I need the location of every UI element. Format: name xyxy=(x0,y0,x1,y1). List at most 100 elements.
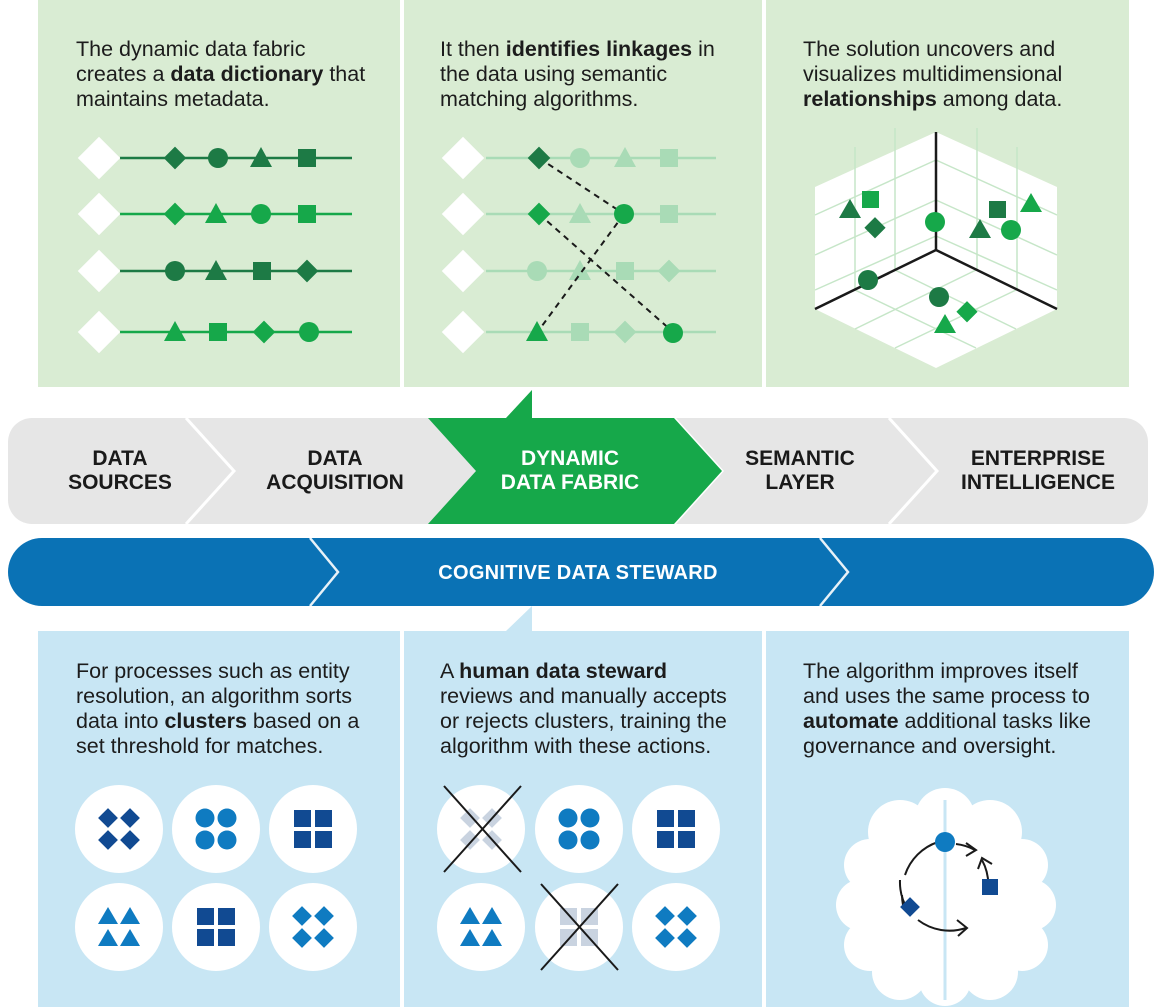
circle-icon xyxy=(1001,220,1021,240)
dictionary-row-3 xyxy=(77,249,352,293)
diamond-icon xyxy=(655,906,675,926)
top-panel-2-text: It then identifies linkages in the data … xyxy=(440,37,715,111)
triangle-icon xyxy=(526,321,548,341)
square-icon xyxy=(298,205,316,223)
white-diamond-icon xyxy=(441,310,485,354)
triangle-icon xyxy=(934,314,956,333)
circle-icon xyxy=(217,830,237,850)
clusters-illustration xyxy=(75,785,357,971)
circle-icon xyxy=(925,212,945,232)
triangle-icon xyxy=(482,907,502,924)
white-diamond-icon xyxy=(77,192,121,236)
triangle-icon xyxy=(98,929,118,946)
circle-icon xyxy=(858,270,878,290)
square-icon xyxy=(678,831,695,848)
circle-icon xyxy=(558,830,578,850)
cognitive-data-steward-label: COGNITIVE DATA STEWARD xyxy=(438,561,718,584)
circle-icon xyxy=(251,204,271,224)
triangle-icon xyxy=(969,219,991,238)
circle-icon xyxy=(558,808,578,828)
white-diamond-icon xyxy=(77,249,121,293)
triangle-icon xyxy=(1020,193,1042,212)
triangle-icon xyxy=(205,203,227,223)
diamond-icon xyxy=(163,202,187,226)
diamond-icon xyxy=(163,146,187,170)
square-icon xyxy=(315,831,332,848)
data-dictionary-illustration xyxy=(77,136,352,354)
circle-icon xyxy=(165,261,185,281)
bottom-panel-1-text: For processes such as entity resolution,… xyxy=(76,659,360,758)
bottom-panel-2-text: A human data steward reviews and manuall… xyxy=(440,659,727,758)
white-diamond-icon xyxy=(441,249,485,293)
diamond-icon xyxy=(956,301,978,323)
top-panel-3-text: The solution uncovers and visualizes mul… xyxy=(803,37,1063,111)
circle-icon xyxy=(208,148,228,168)
circle-icon xyxy=(195,830,215,850)
square-icon xyxy=(197,908,214,925)
diamond-icon xyxy=(314,928,334,948)
circle-icon xyxy=(929,287,949,307)
square-icon xyxy=(657,810,674,827)
circle-icon xyxy=(935,832,955,852)
square-icon xyxy=(298,149,316,167)
relationships-cube-illustration xyxy=(814,128,1058,368)
square-icon xyxy=(862,191,879,208)
diamond-icon xyxy=(252,320,276,344)
triangle-icon xyxy=(250,147,272,167)
square-icon xyxy=(678,810,695,827)
square-icon xyxy=(253,262,271,280)
dictionary-row-1 xyxy=(77,136,352,180)
diamond-icon xyxy=(314,906,334,926)
circle-icon xyxy=(614,204,634,224)
white-diamond-icon xyxy=(77,310,121,354)
bottom-panel-3-text: The algorithm improves itself and uses t… xyxy=(803,659,1091,758)
square-icon xyxy=(218,908,235,925)
white-diamond-icon xyxy=(441,192,485,236)
linkages-illustration xyxy=(441,136,716,354)
triangle-icon xyxy=(482,929,502,946)
triangle-icon xyxy=(120,907,140,924)
square-icon xyxy=(294,810,311,827)
square-icon xyxy=(982,879,998,895)
white-diamond-icon xyxy=(77,136,121,180)
circle-icon xyxy=(217,808,237,828)
steward-review-illustration xyxy=(437,785,720,971)
diamond-icon xyxy=(527,146,551,170)
circle-icon xyxy=(580,830,600,850)
circle-icon xyxy=(663,323,683,343)
triangle-icon xyxy=(839,199,861,218)
triangle-icon xyxy=(120,929,140,946)
diamond-icon xyxy=(677,928,697,948)
square-icon xyxy=(294,831,311,848)
square-icon xyxy=(218,929,235,946)
dictionary-row-2 xyxy=(77,192,352,236)
top-panel-1-text: The dynamic data fabric creates a data d… xyxy=(76,37,366,111)
diamond-icon xyxy=(864,217,886,239)
steward-bar xyxy=(8,537,1154,631)
pipeline-active-segment xyxy=(428,418,722,524)
diamond-icon xyxy=(655,928,675,948)
triangle-icon xyxy=(205,260,227,280)
brain-automation-illustration xyxy=(836,788,1056,1006)
diamond-icon xyxy=(292,928,312,948)
triangle-icon xyxy=(460,929,480,946)
diamond-icon xyxy=(677,906,697,926)
triangle-icon xyxy=(460,907,480,924)
pipeline-bar xyxy=(8,390,1148,526)
triangle-icon xyxy=(98,907,118,924)
square-icon xyxy=(657,831,674,848)
diamond-icon xyxy=(900,897,920,917)
square-icon xyxy=(989,201,1006,218)
circle-icon xyxy=(195,808,215,828)
circle-icon xyxy=(299,322,319,342)
diamond-icon xyxy=(292,906,312,926)
diamond-icon xyxy=(295,259,319,283)
circle-icon xyxy=(580,808,600,828)
dictionary-row-4 xyxy=(77,310,352,354)
